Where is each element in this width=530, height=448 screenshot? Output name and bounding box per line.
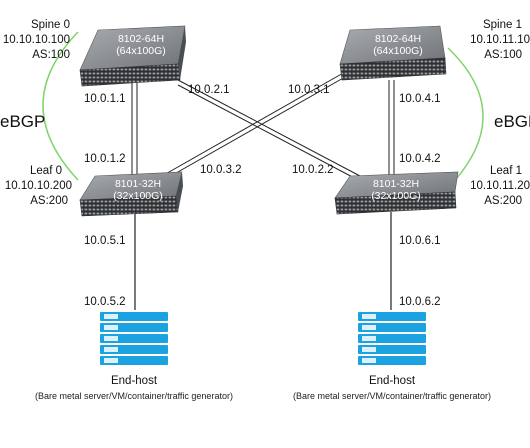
leaf0-as: AS:200 [30,195,68,207]
leaf0-name: Leaf 0 [30,165,62,177]
host1-title: End-host [368,375,416,387]
host0-title: End-host [110,375,158,387]
host1-server-icon [358,312,426,365]
link-ip-10-0-2-2: 10.0.2.2 [292,164,334,176]
link-ip-10-0-2-1: 10.0.2.1 [188,84,230,96]
spine1-model: 8102-64H [374,33,422,45]
leaf1-ports: (32x100G) [371,190,421,202]
link-ip-10-0-1-1: 10.0.1.1 [84,93,126,105]
spine1-as: AS:100 [484,49,522,61]
spine1-name: Spine 1 [482,19,522,31]
leaf0-ip: 10.10.10.200 [4,180,72,192]
leaf1-switch-icon [334,171,459,215]
ebgp-arc-right [447,47,484,189]
link-ip-10-0-1-2: 10.0.1.2 [84,153,126,165]
leaf1-as: AS:200 [484,195,522,207]
spine0-ports: (64x100G) [116,45,166,57]
ebgp-label-left: eBGP [0,112,46,131]
link-ip-10-0-4-2: 10.0.4.2 [399,153,441,165]
spine1-ip: 10.10.11.10 [470,34,530,46]
link-ip-10-0-5-2: 10.0.5.2 [84,296,126,308]
spine0-switch-icon [79,25,186,87]
link-ip-10-0-6-2: 10.0.6.2 [399,296,441,308]
leaf0-model: 8101-32H [114,178,162,190]
leaf1-name: Leaf 1 [490,165,522,177]
spine0-as: AS:100 [32,49,70,61]
ebgp-arc-left [42,31,79,181]
spine0-name: Spine 0 [30,19,70,31]
host1-subtitle: (Bare metal server/VM/container/traffic … [293,391,491,401]
link-spine0-leaf1-b [177,84,361,182]
ebgp-label-right: eBGP [494,112,530,131]
spine0-ip: 10.10.10.100 [2,34,70,46]
spine0-model: 8102-64H [117,33,165,45]
host0-subtitle: (Bare metal server/VM/container/traffic … [35,391,233,401]
leaf1-model: 8101-32H [372,178,420,190]
link-spine0-leaf1-a [177,79,361,177]
link-ip-10-0-3-1: 10.0.3.1 [288,84,330,96]
spine1-ports: (64x100G) [373,45,423,57]
spine1-switch-icon [339,25,447,81]
leaf0-ports: (32x100G) [113,190,163,202]
host0-server-icon [100,312,168,365]
link-ip-10-0-3-2: 10.0.3.2 [200,164,242,176]
link-spine1-leaf0-a [154,71,346,181]
link-ip-10-0-5-1: 10.0.5.1 [84,235,126,247]
leaf1-ip: 10.10.11.20 [470,180,530,192]
leaf0-switch-icon [79,171,183,217]
link-ip-10-0-6-1: 10.0.6.1 [399,235,441,247]
link-spine1-leaf0-b [154,76,346,186]
link-ip-10-0-4-1: 10.0.4.1 [399,93,441,105]
